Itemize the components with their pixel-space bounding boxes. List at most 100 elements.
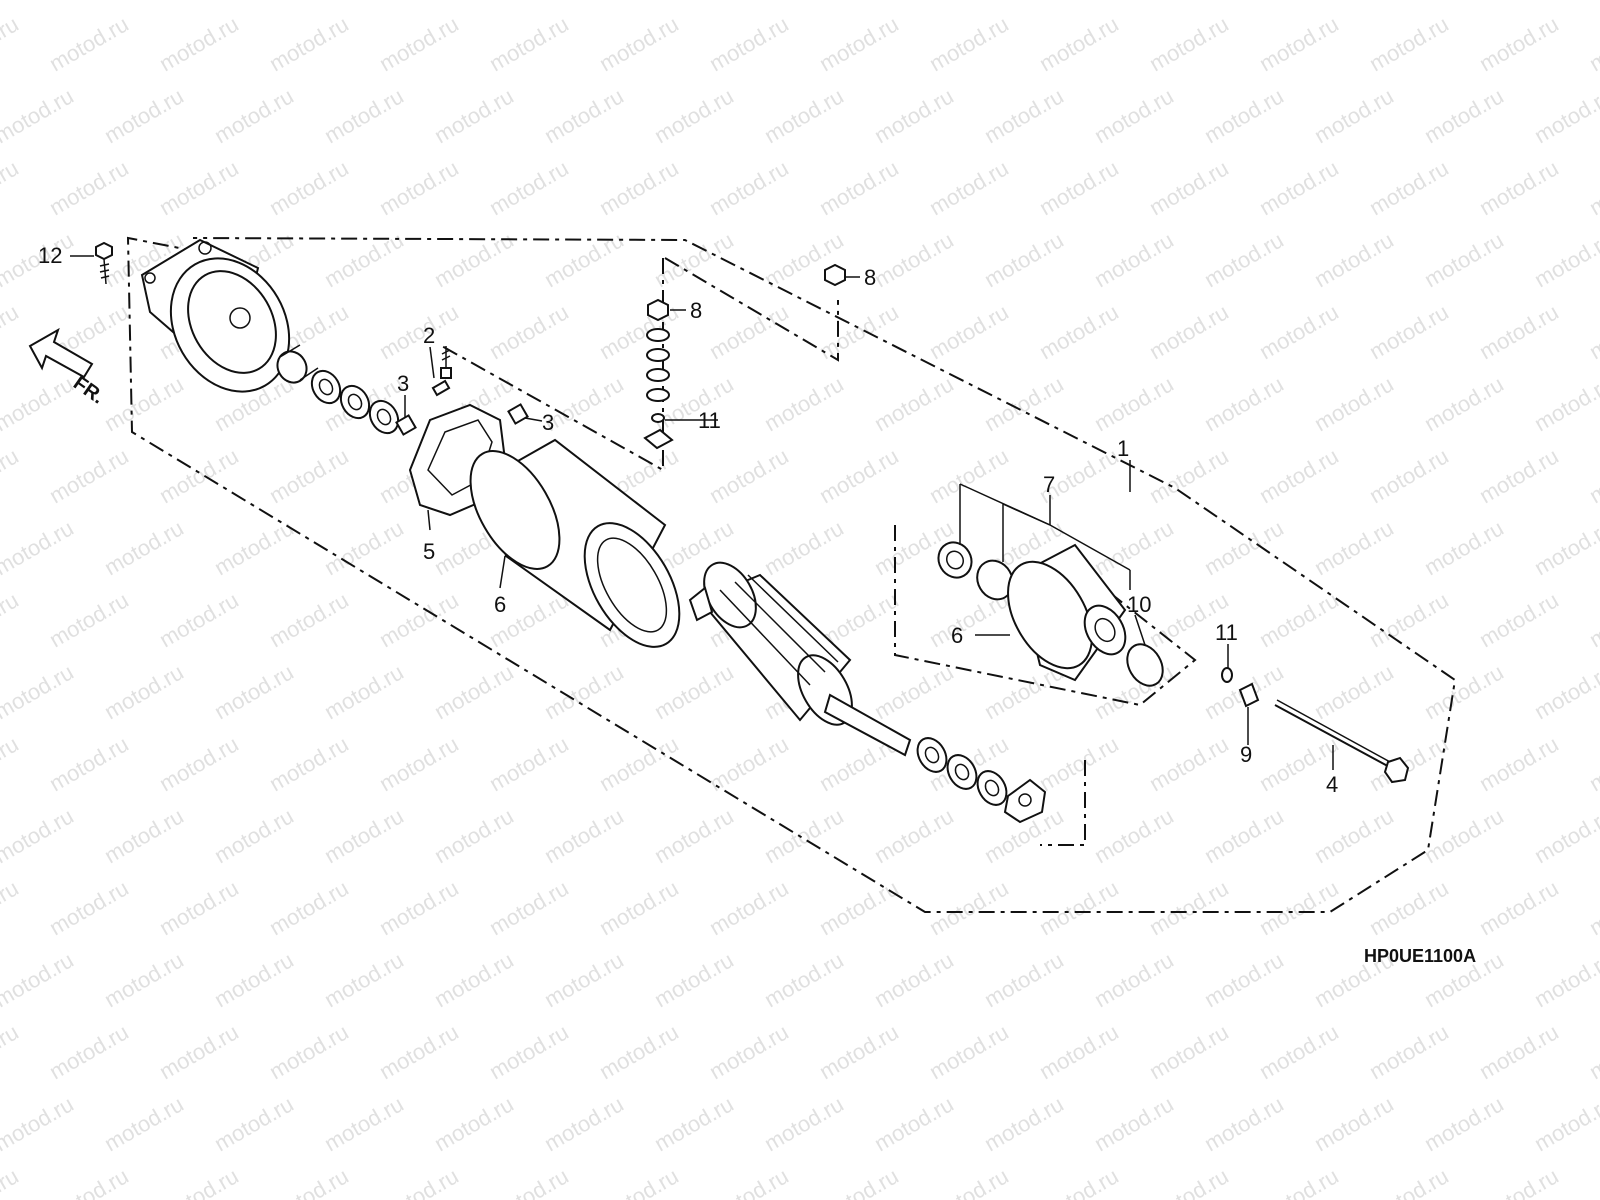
watermark-text: motod.ru (1310, 1091, 1398, 1156)
watermark-text: motod.ru (265, 443, 353, 508)
watermark-text: motod.ru (1255, 875, 1343, 940)
watermark-text: motod.ru (1475, 443, 1563, 508)
watermark-text: motod.ru (1145, 875, 1233, 940)
watermark-text: motod.ru (1200, 947, 1288, 1012)
watermark-text: motod.ru (650, 0, 738, 4)
watermark-text: motod.ru (375, 299, 463, 364)
watermark-text: motod.ru (485, 731, 573, 796)
watermark-text: motod.ru (980, 83, 1068, 148)
watermark-text: motod.ru (0, 587, 23, 652)
watermark-text: motod.ru (1035, 1163, 1123, 1200)
screw-2 (431, 346, 452, 397)
watermark-text: motod.ru (1420, 83, 1508, 148)
watermark-text: motod.ru (595, 155, 683, 220)
watermark-text: motod.ru (1090, 83, 1178, 148)
watermark-text: motod.ru (980, 947, 1068, 1012)
watermark-text: motod.ru (1200, 83, 1288, 148)
watermark-text: motod.ru (705, 11, 793, 76)
watermark-text: motod.ru (375, 1019, 463, 1084)
watermark-text: motod.ru (1145, 1019, 1233, 1084)
watermark-text: motod.ru (0, 1019, 23, 1084)
watermark-text: motod.ru (1530, 0, 1600, 4)
watermark-text: motod.ru (925, 299, 1013, 364)
watermark-text: motod.ru (320, 659, 408, 724)
watermark-text: motod.ru (1585, 299, 1600, 364)
watermark-text: motod.ru (815, 443, 903, 508)
watermark-text: motod.ru (870, 83, 958, 148)
watermark-text: motod.ru (210, 1091, 298, 1156)
watermark-text: motod.ru (540, 83, 628, 148)
watermark-text: motod.ru (1200, 803, 1288, 868)
through-bolt-4 (1274, 699, 1410, 784)
watermark-text: motod.ru (1255, 155, 1343, 220)
watermark-text: motod.ru (1420, 659, 1508, 724)
callout-8-nut: 8 (864, 265, 876, 290)
watermark-text: motod.ru (1475, 11, 1563, 76)
watermark-text: motod.ru (1365, 1019, 1453, 1084)
watermark-text: motod.ru (1365, 1163, 1453, 1200)
watermark-text: motod.ru (1365, 443, 1453, 508)
watermark-text: motod.ru (485, 11, 573, 76)
watermark-text: motod.ru (1310, 0, 1398, 4)
watermark-text: motod.ru (815, 155, 903, 220)
watermark-text: motod.ru (1255, 587, 1343, 652)
watermark-text: motod.ru (485, 875, 573, 940)
watermark-text: motod.ru (1090, 371, 1178, 436)
watermark-text: motod.ru (430, 803, 518, 868)
watermark-text: motod.ru (375, 11, 463, 76)
watermark-text: motod.ru (430, 659, 518, 724)
watermark-text: motod.ru (1365, 299, 1453, 364)
watermark-text: motod.ru (1420, 0, 1508, 4)
watermark-text: motod.ru (650, 1091, 738, 1156)
watermark-text: motod.ru (760, 1091, 848, 1156)
watermark-text: motod.ru (0, 731, 23, 796)
motor-case (469, 438, 681, 648)
watermark-text: motod.ru (100, 83, 188, 148)
watermark-text: motod.ru (1365, 875, 1453, 940)
watermark-text: motod.ru (1310, 83, 1398, 148)
watermark-text: motod.ru (925, 1019, 1013, 1084)
watermark-text: motod.ru (45, 587, 133, 652)
armature (688, 561, 912, 757)
watermark-text: motod.ru (595, 731, 683, 796)
watermark-text: motod.ru (980, 227, 1068, 292)
callout-11-lower: 11 (1215, 620, 1238, 645)
watermark-text: motod.ru (1255, 11, 1343, 76)
watermark-text: motod.ru (595, 1163, 683, 1200)
watermark-text: motod.ru (100, 1091, 188, 1156)
watermark-text: motod.ru (1090, 515, 1178, 580)
watermark-text: motod.ru (1310, 659, 1398, 724)
watermark-text: motod.ru (375, 1163, 463, 1200)
watermark-text: motod.ru (815, 1019, 903, 1084)
watermark-text: motod.ru (430, 227, 518, 292)
watermark-text: motod.ru (1310, 803, 1398, 868)
bushing (276, 344, 319, 384)
watermark-text: motod.ru (650, 659, 738, 724)
watermark-text: motod.ru (650, 803, 738, 868)
watermark-text: motod.ru (705, 875, 793, 940)
watermark-text: motod.ru (925, 875, 1013, 940)
watermark-text: motod.ru (1475, 1163, 1563, 1200)
watermark-text: motod.ru (210, 659, 298, 724)
leader-lines (70, 255, 1334, 770)
watermark-text: motod.ru (45, 1163, 133, 1200)
watermark-text: motod.ru (320, 227, 408, 292)
watermark-text: motod.ru (1200, 0, 1288, 4)
watermark-text: motod.ru (45, 155, 133, 220)
watermark-text: motod.ru (0, 1163, 23, 1200)
watermark-text: motod.ru (1530, 227, 1600, 292)
watermark-text: motod.ru (155, 875, 243, 940)
watermark-text: motod.ru (1145, 299, 1233, 364)
watermark-text: motod.ru (980, 371, 1068, 436)
watermark-text: motod.ru (1530, 1091, 1600, 1156)
direction-label: FR. (69, 372, 108, 409)
callout-1: 1 (1117, 436, 1129, 461)
watermark-text: motod.ru (1530, 803, 1600, 868)
watermark-text: motod.ru (1090, 0, 1178, 4)
watermark-text: motod.ru (815, 11, 903, 76)
watermark-text: motod.ru (155, 731, 243, 796)
callout-11-stack: 11 (698, 408, 721, 433)
watermark-text: motod.ru (485, 155, 573, 220)
rear-cover (140, 238, 291, 393)
